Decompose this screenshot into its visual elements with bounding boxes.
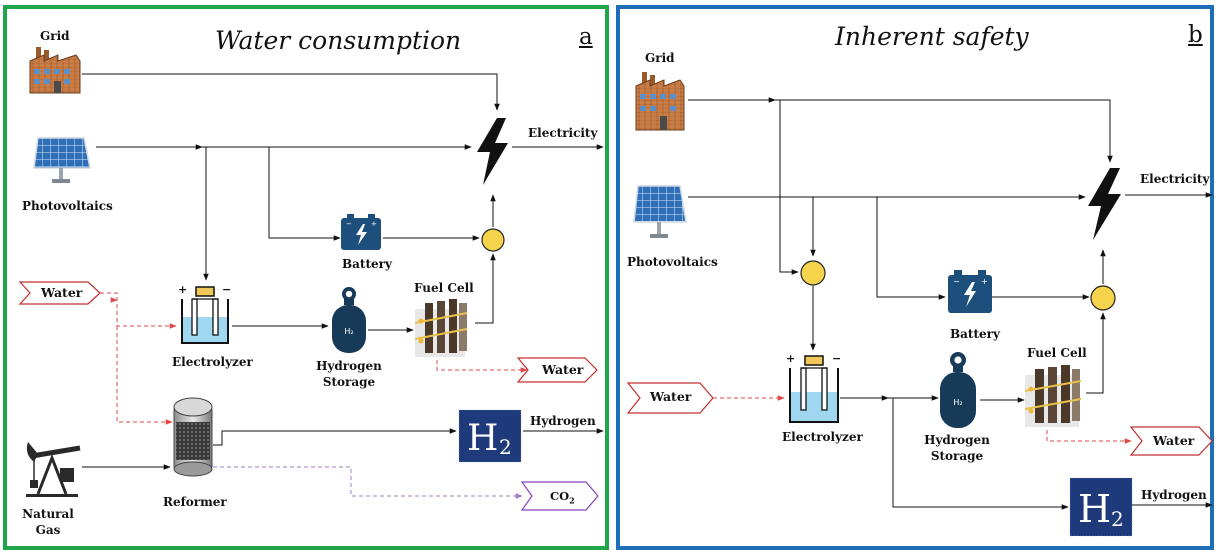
co2-subscript: 2	[569, 495, 575, 506]
label-electricity-b: Electricity	[1140, 172, 1210, 186]
label-hydrogen-b: Hydrogen	[1141, 488, 1207, 502]
tag-water-out-b: Water	[1153, 433, 1195, 448]
tag-co2: CO2	[550, 489, 575, 505]
factory-icon	[635, 72, 685, 131]
electrolyzer-icon: + −	[178, 283, 231, 344]
water-in-tag	[626, 382, 714, 414]
hydrogen-storage-line1-b: Hydrogen	[924, 433, 990, 447]
oil-pump-icon	[26, 442, 81, 497]
tag-water-in-b: Water	[650, 389, 692, 404]
water-out-tag	[1129, 426, 1213, 456]
junction-node-icon	[481, 228, 505, 252]
fuel-cell-icon	[414, 299, 468, 357]
junction-node-icon	[800, 260, 826, 286]
co2-tag	[520, 481, 599, 511]
label-hydrogen-storage-b: Hydrogen Storage	[920, 432, 994, 464]
lightning-bolt-icon	[1088, 168, 1121, 240]
h2-tile-icon: H 2	[458, 409, 522, 463]
lightning-bolt-icon	[477, 118, 508, 185]
label-natural-gas: Natural Gas	[20, 506, 76, 538]
svg-text:−: −	[346, 220, 352, 228]
water-out-tag	[516, 357, 598, 383]
label-reformer: Reformer	[163, 495, 227, 509]
label-hydrogen-storage-a: Hydrogen Storage	[314, 358, 384, 390]
hydrogen-tank-icon: H₂	[940, 352, 976, 428]
battery-icon: − +	[948, 270, 992, 313]
factory-icon	[29, 47, 81, 94]
svg-text:−: −	[953, 277, 960, 286]
tag-water-out-a: Water	[542, 362, 584, 377]
label-grid-b: Grid	[645, 51, 675, 65]
label-fuel-cell-b: Fuel Cell	[1027, 346, 1087, 360]
reformer-icon	[173, 397, 213, 477]
label-fuel-cell-a: Fuel Cell	[414, 281, 474, 295]
h2-symbol: H	[467, 418, 498, 459]
svg-text:−: −	[832, 352, 841, 365]
label-grid-a: Grid	[40, 29, 70, 43]
label-hydrogen-a: Hydrogen	[530, 414, 596, 428]
svg-text:−: −	[222, 283, 231, 296]
panel-b-title: Inherent safety	[835, 22, 1029, 51]
panel-b-letter: b	[1188, 22, 1203, 48]
hydrogen-storage-line2-a: Storage	[322, 375, 376, 389]
junction-node-icon	[1090, 285, 1116, 311]
solar-panel-icon	[33, 137, 91, 183]
battery-icon: − +	[341, 214, 381, 250]
panel-a-title: Water consumption	[215, 26, 462, 55]
hydrogen-storage-line1-a: Hydrogen	[316, 359, 382, 373]
hydrogen-storage-line2-b: Storage	[930, 449, 984, 463]
tank-mark: H₂	[953, 398, 962, 407]
panel-a-frame	[3, 5, 609, 550]
h2-subscript: 2	[499, 435, 512, 459]
label-photovoltaics-a: Photovoltaics	[22, 199, 113, 213]
electrolyzer-icon: + −	[786, 352, 841, 423]
water-in-tag	[18, 281, 101, 305]
solar-panel-icon	[633, 185, 687, 238]
svg-text:+: +	[371, 220, 377, 228]
h2-symbol: H	[1078, 487, 1111, 531]
label-photovoltaics-b: Photovoltaics	[627, 255, 718, 269]
hydrogen-tank-icon: H₂	[332, 287, 366, 353]
panel-b-frame	[616, 5, 1214, 550]
label-battery-b: Battery	[950, 327, 1000, 341]
label-electrolyzer-b: Electrolyzer	[782, 430, 863, 444]
natural-gas-line1: Natural	[22, 507, 74, 521]
tag-water-in-a: Water	[41, 285, 83, 300]
label-battery-a: Battery	[342, 257, 392, 271]
tank-mark: H₂	[344, 327, 353, 336]
co2-text: CO	[550, 489, 570, 503]
fuel-cell-icon	[1024, 365, 1082, 427]
label-electrolyzer-a: Electrolyzer	[172, 355, 253, 369]
h2-tile-icon: H 2	[1069, 477, 1133, 537]
panel-a-letter: a	[579, 24, 593, 50]
svg-text:+: +	[981, 277, 988, 286]
svg-text:+: +	[786, 352, 795, 365]
h2-subscript: 2	[1111, 507, 1124, 531]
natural-gas-line2: Gas	[35, 523, 61, 537]
label-electricity-a: Electricity	[528, 126, 598, 140]
svg-text:+: +	[178, 283, 187, 296]
